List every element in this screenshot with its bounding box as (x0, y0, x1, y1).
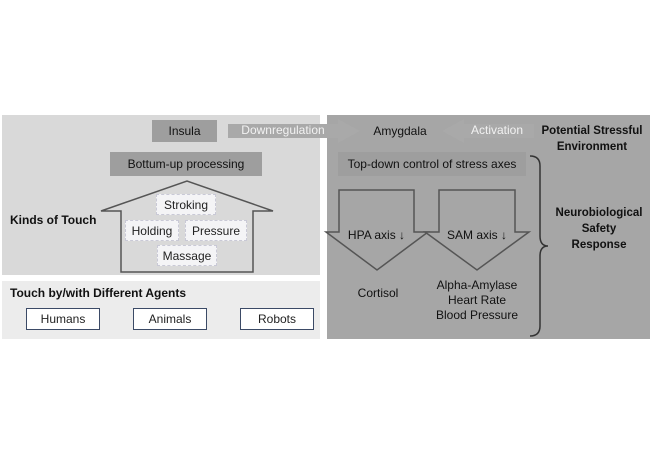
agents-title: Touch by/with Different Agents (10, 286, 186, 300)
kinds-of-touch-label: Kinds of Touch (10, 213, 97, 227)
agent-robots-box: Robots (240, 308, 314, 330)
amygdala-label: Amygdala (373, 124, 427, 138)
holding-label: Holding (131, 223, 173, 238)
agent-humans-box: Humans (26, 308, 100, 330)
pse-line-1: Potential Stressful (541, 125, 643, 137)
massage-box: Massage (157, 245, 217, 266)
pse-line-2: Environment (556, 141, 628, 153)
activation-label: Activation (470, 123, 524, 137)
nsr-line-3: Response (571, 239, 627, 251)
house-outline (100, 180, 274, 273)
potential-stressful-environment-label: Potential Stressful Environment (536, 123, 648, 155)
activation-arrow (442, 119, 534, 143)
nsr-line-1: Neurobiological (555, 207, 643, 219)
sam-outcomes: Alpha-Amylase Heart Rate Blood Pressure (425, 278, 529, 323)
sam-arrow (422, 189, 532, 271)
bottom-up-box: Bottum-up processing (110, 152, 262, 176)
stroking-label: Stroking (163, 197, 209, 212)
neurobiological-safety-response-label: Neurobiological Safety Response (550, 205, 648, 253)
pressure-box: Pressure (185, 220, 247, 241)
alpha-amylase-label: Alpha-Amylase (436, 278, 518, 292)
stroking-box: Stroking (156, 194, 216, 215)
brace (529, 155, 549, 337)
downregulation-label: Downregulation (241, 123, 325, 137)
blood-pressure-label: Blood Pressure (435, 308, 519, 322)
pressure-label: Pressure (191, 223, 241, 238)
agent-animals-box: Animals (133, 308, 207, 330)
holding-box: Holding (125, 220, 179, 241)
agent-robots-label: Robots (257, 312, 297, 326)
agent-animals-label: Animals (148, 312, 192, 326)
hpa-axis-label: HPA axis ↓ (347, 228, 406, 242)
downregulation-arrow (228, 119, 360, 143)
massage-label: Massage (162, 248, 212, 263)
amygdala-box: Amygdala (360, 120, 440, 142)
agent-humans-label: Humans (40, 312, 86, 326)
sam-axis-label: SAM axis ↓ (446, 228, 507, 242)
bottom-up-label: Bottum-up processing (127, 157, 245, 171)
top-down-label: Top-down control of stress axes (347, 157, 517, 171)
nsr-line-2: Safety (581, 223, 617, 235)
top-down-box: Top-down control of stress axes (338, 152, 526, 176)
insula-box: Insula (152, 120, 217, 142)
insula-label: Insula (168, 124, 201, 138)
hpa-arrow (323, 189, 431, 271)
cortisol-label: Cortisol (357, 286, 399, 300)
heart-rate-label: Heart Rate (447, 293, 507, 307)
